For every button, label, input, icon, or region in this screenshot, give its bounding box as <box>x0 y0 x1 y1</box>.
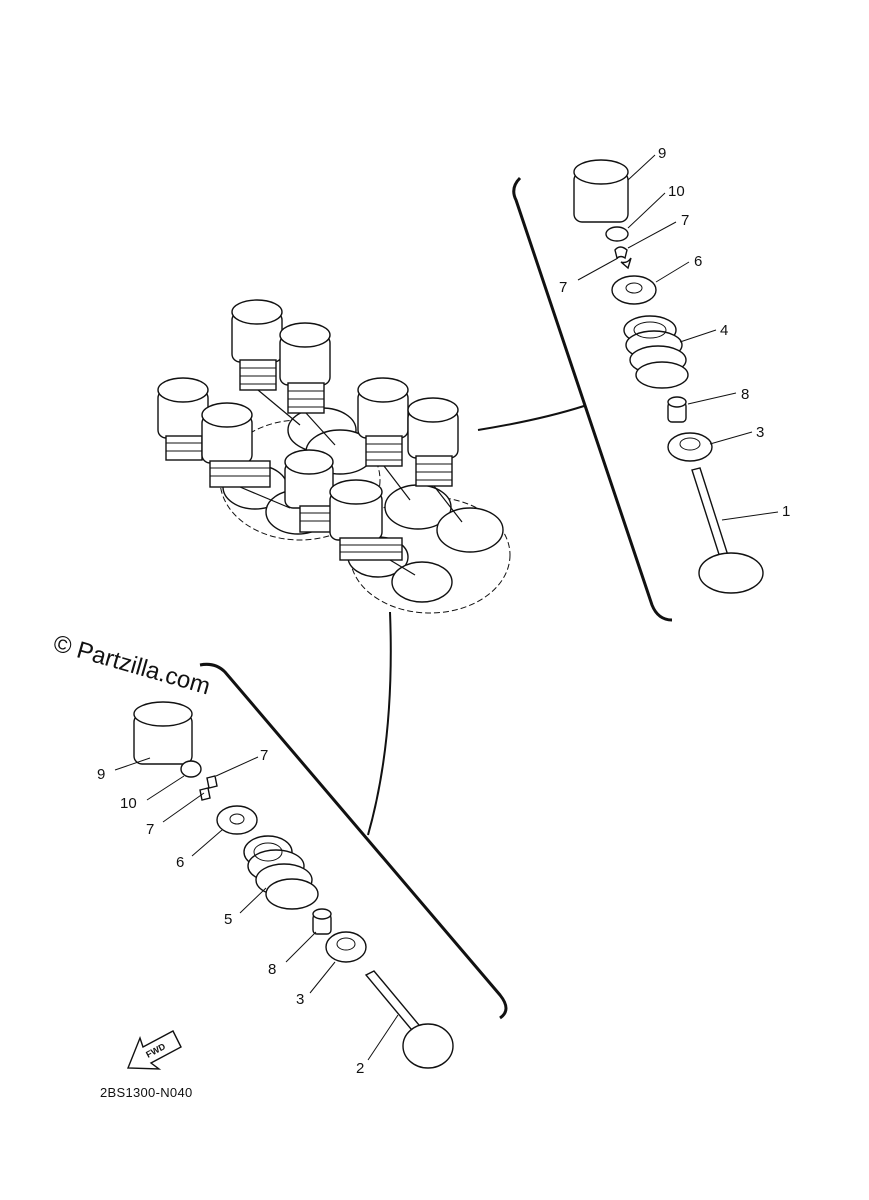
callout-9-left: 9 <box>97 766 105 783</box>
callout-5: 5 <box>224 911 232 928</box>
callout-4: 4 <box>720 322 728 339</box>
shim-10-left <box>180 760 202 778</box>
diagram-code: 2BS1300-N040 <box>100 1085 193 1100</box>
assembled-valve-cluster <box>157 299 511 614</box>
spring-seat-3-left <box>325 931 367 963</box>
valve-lifter-9-right <box>573 159 629 223</box>
valve-2-left <box>364 970 454 1069</box>
callout-10-left: 10 <box>120 795 137 812</box>
cotter-7b-left <box>199 787 211 801</box>
callout-7-right-lower: 7 <box>559 279 567 296</box>
retainer-6-left <box>216 805 258 835</box>
left-group-bracket <box>199 662 508 1020</box>
callout-8-left: 8 <box>268 961 276 978</box>
cotter-7b-right <box>620 257 632 270</box>
spring-4-right <box>623 315 689 389</box>
shim-10-right <box>605 226 629 242</box>
callout-7-left-lower: 7 <box>146 821 154 838</box>
spring-seat-3-right <box>667 432 713 462</box>
right-connector-line <box>477 405 585 431</box>
left-exploded-group <box>133 701 454 1069</box>
valve-lifter-9-left <box>133 701 193 765</box>
callouts: 1 2 3 3 4 5 6 6 7 7 7 7 8 8 9 9 10 10 <box>97 145 790 1077</box>
callout-7-left-upper: 7 <box>260 747 268 764</box>
right-exploded-group <box>573 159 764 594</box>
left-connector-line <box>367 611 392 836</box>
cotter-7-right <box>614 246 628 260</box>
callout-6-left: 6 <box>176 854 184 871</box>
callout-3-right: 3 <box>756 424 764 441</box>
valve-1-right <box>691 467 764 594</box>
seal-8-left <box>312 908 332 935</box>
callout-6-right: 6 <box>694 253 702 270</box>
retainer-6-right <box>611 275 657 305</box>
spring-5-left <box>243 835 319 910</box>
callout-3-left: 3 <box>296 991 304 1008</box>
callout-1: 1 <box>782 503 790 520</box>
seal-8-right <box>667 396 687 423</box>
watermark-text: © Partzilla.com <box>50 630 213 701</box>
callout-10-right: 10 <box>668 183 685 200</box>
leader-lines <box>114 154 779 1061</box>
cotter-7-left <box>206 775 218 789</box>
fwd-arrow-icon: FWD <box>126 1030 182 1070</box>
callout-9-right: 9 <box>658 145 666 162</box>
callout-7-right-upper: 7 <box>681 212 689 229</box>
callout-8-right: 8 <box>741 386 749 403</box>
callout-2: 2 <box>356 1060 364 1077</box>
right-group-bracket <box>512 176 673 622</box>
